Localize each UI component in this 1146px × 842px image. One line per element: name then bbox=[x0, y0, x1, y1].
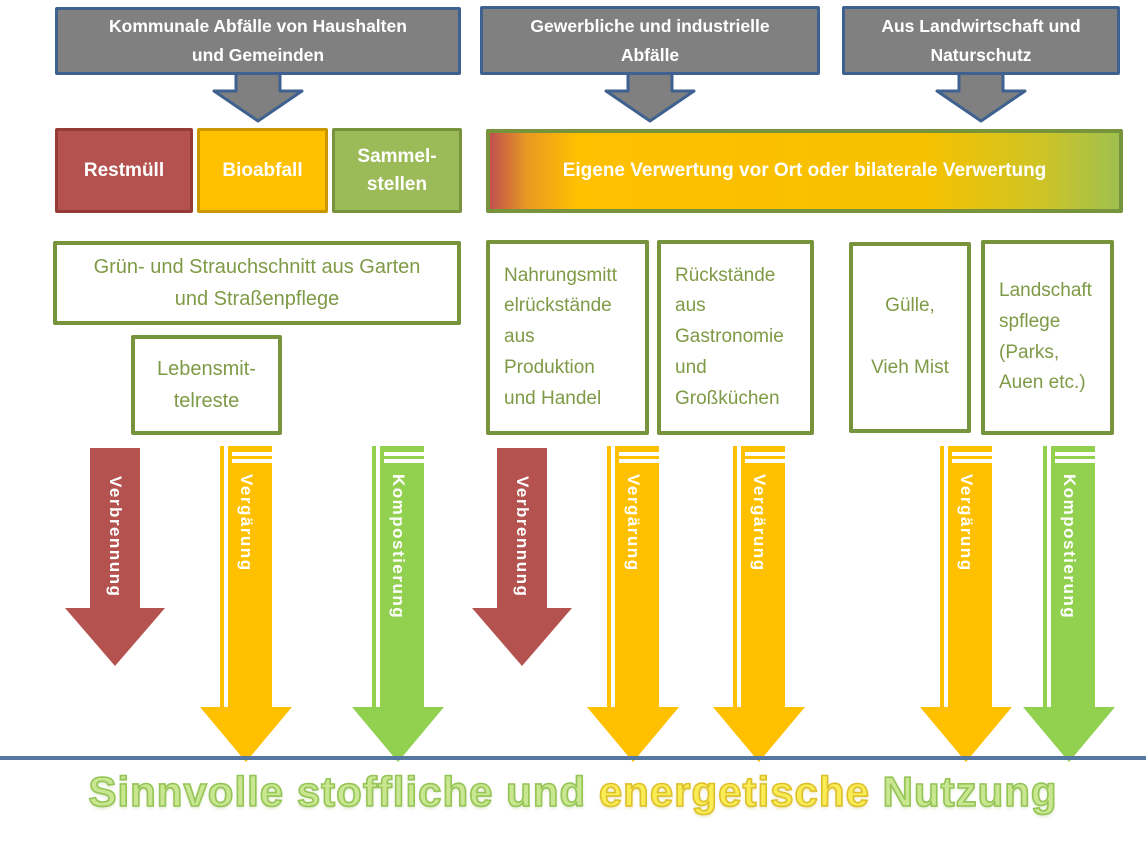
arrow-head-icon bbox=[200, 707, 292, 762]
arrow-label: Kompostierung bbox=[389, 474, 408, 620]
source-label: Aus Landwirtschaft und Naturschutz bbox=[881, 15, 1081, 65]
arrow-label: Vergärung bbox=[237, 474, 256, 572]
gastronomie-label: Rückstände aus Gastronomie und Großküche… bbox=[675, 264, 784, 409]
arrow-head-icon bbox=[920, 707, 1012, 762]
lebensmittelreste-box: Lebensmit- telreste bbox=[131, 335, 282, 435]
restmuell-box: Restmüll bbox=[55, 128, 193, 213]
source-label: Kommunale Abfälle von Haushalten und Gem… bbox=[109, 16, 407, 65]
arrow-shaft bbox=[940, 446, 992, 708]
arrow-shaft bbox=[1043, 446, 1095, 708]
verwertung-label: Eigene Verwertung vor Ort oder bilateral… bbox=[562, 160, 1047, 181]
source-box-kommunal: Kommunale Abfälle von Haushalten und Gem… bbox=[55, 7, 461, 75]
vergaerung-arrow: Vergärung bbox=[200, 446, 292, 762]
arrow-head-icon bbox=[587, 707, 679, 762]
kompostierung-arrow: Kompostierung bbox=[352, 446, 444, 762]
landschaftspflege-label: Landschaft spflege (Parks, Auen etc.) bbox=[999, 279, 1092, 394]
arrow-shaft bbox=[733, 446, 785, 708]
down-connector-icon bbox=[212, 71, 304, 123]
footer-title-segment: Nutzung bbox=[869, 767, 1058, 816]
source-box-gewerblich: Gewerbliche und industrielle Abfälle bbox=[480, 6, 820, 75]
arrow-label: Kompostierung bbox=[1060, 474, 1079, 620]
kompostierung-arrow: Kompostierung bbox=[1023, 446, 1115, 762]
verbrennung-arrow: Verbrennung bbox=[65, 448, 165, 666]
divider-line bbox=[0, 756, 1146, 760]
verbrennung-arrow: Verbrennung bbox=[472, 448, 572, 666]
down-connector-icon bbox=[935, 71, 1027, 123]
vergaerung-arrow: Vergärung bbox=[587, 446, 679, 762]
gruenschnitt-label: Grün- und Strauchschnitt aus Garten und … bbox=[93, 256, 421, 310]
arrow-shaft bbox=[497, 448, 547, 609]
arrow-shaft bbox=[372, 446, 424, 708]
sammelstellen-label: Sammel- stellen bbox=[357, 145, 437, 195]
arrow-label: Vergärung bbox=[624, 474, 643, 572]
arrow-shaft bbox=[90, 448, 140, 609]
source-box-landwirtschaft: Aus Landwirtschaft und Naturschutz bbox=[842, 6, 1120, 75]
lebensmittelreste-label: Lebensmit- telreste bbox=[157, 358, 256, 412]
arrow-shaft bbox=[220, 446, 272, 708]
sammelstellen-box: Sammel- stellen bbox=[332, 128, 462, 213]
bioabfall-box: Bioabfall bbox=[197, 128, 328, 213]
arrow-label: Verbrennung bbox=[513, 476, 532, 598]
source-label: Gewerbliche und industrielle Abfälle bbox=[530, 15, 770, 65]
vergaerung-arrow: Vergärung bbox=[920, 446, 1012, 762]
footer-title-segment: Sinnvolle stoffliche und bbox=[88, 767, 599, 816]
arrow-label: Vergärung bbox=[750, 474, 769, 572]
gastronomie-box: Rückstände aus Gastronomie und Großküche… bbox=[657, 240, 814, 435]
nahrungsmittel-box: Nahrungsmitt elrückstände aus Produktion… bbox=[486, 240, 649, 435]
down-connector-icon bbox=[604, 71, 696, 123]
landschaftspflege-box: Landschaft spflege (Parks, Auen etc.) bbox=[981, 240, 1114, 435]
vergaerung-arrow: Vergärung bbox=[713, 446, 805, 762]
footer-title-segment: energetische bbox=[598, 767, 870, 816]
arrow-label: Verbrennung bbox=[106, 476, 125, 598]
arrow-head-icon bbox=[352, 707, 444, 762]
arrow-head-icon bbox=[713, 707, 805, 762]
arrow-label: Vergärung bbox=[957, 474, 976, 572]
bioabfall-label: Bioabfall bbox=[222, 159, 303, 181]
arrow-head-icon bbox=[1023, 707, 1115, 762]
arrow-head-icon bbox=[472, 608, 572, 666]
guelle-box: Gülle, Vieh Mist bbox=[849, 242, 971, 433]
nahrungsmittel-label: Nahrungsmitt elrückstände aus Produktion… bbox=[504, 264, 617, 409]
arrow-head-icon bbox=[65, 608, 165, 666]
footer-title: Sinnvolle stoffliche und energetische Nu… bbox=[0, 767, 1146, 816]
arrow-shaft bbox=[607, 446, 659, 708]
restmuell-label: Restmüll bbox=[83, 159, 165, 181]
verwertung-banner: Eigene Verwertung vor Ort oder bilateral… bbox=[486, 129, 1123, 213]
gruenschnitt-box: Grün- und Strauchschnitt aus Garten und … bbox=[53, 241, 461, 325]
guelle-label: Gülle, Vieh Mist bbox=[871, 295, 949, 378]
